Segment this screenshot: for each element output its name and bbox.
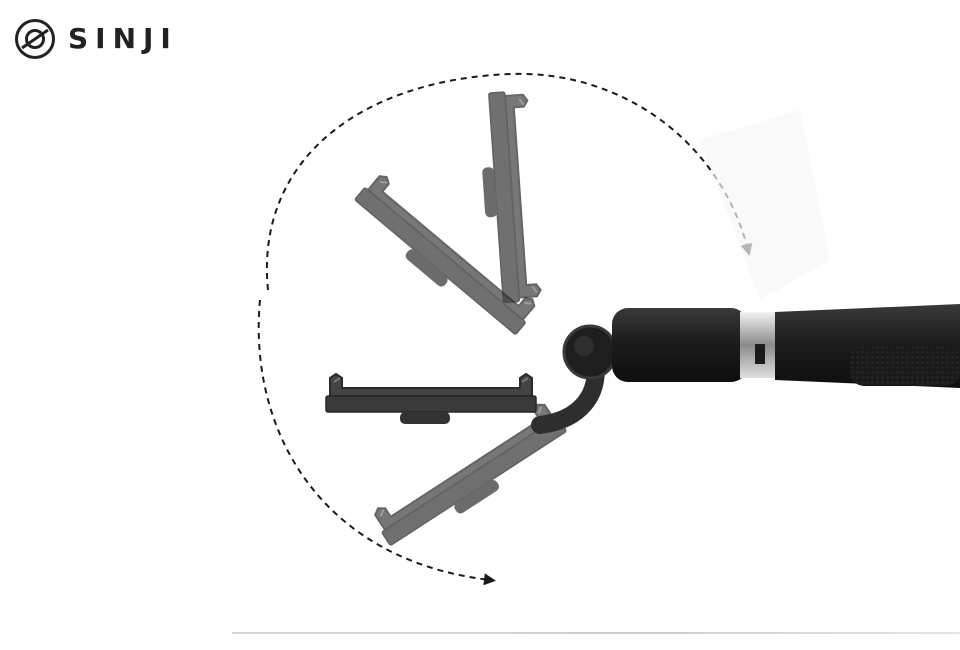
brand-name: SINJI — [68, 22, 178, 55]
rotation-arc-lower — [257, 299, 496, 586]
selfie-stick — [612, 304, 960, 388]
phone-holder-ghost-vertical — [475, 89, 543, 305]
brand-header: SINJI — [14, 18, 178, 60]
phone-holder-main — [325, 373, 537, 425]
sinji-logo-icon — [15, 19, 55, 59]
rotation-arc-upper — [265, 72, 753, 291]
floor-line — [232, 632, 960, 634]
